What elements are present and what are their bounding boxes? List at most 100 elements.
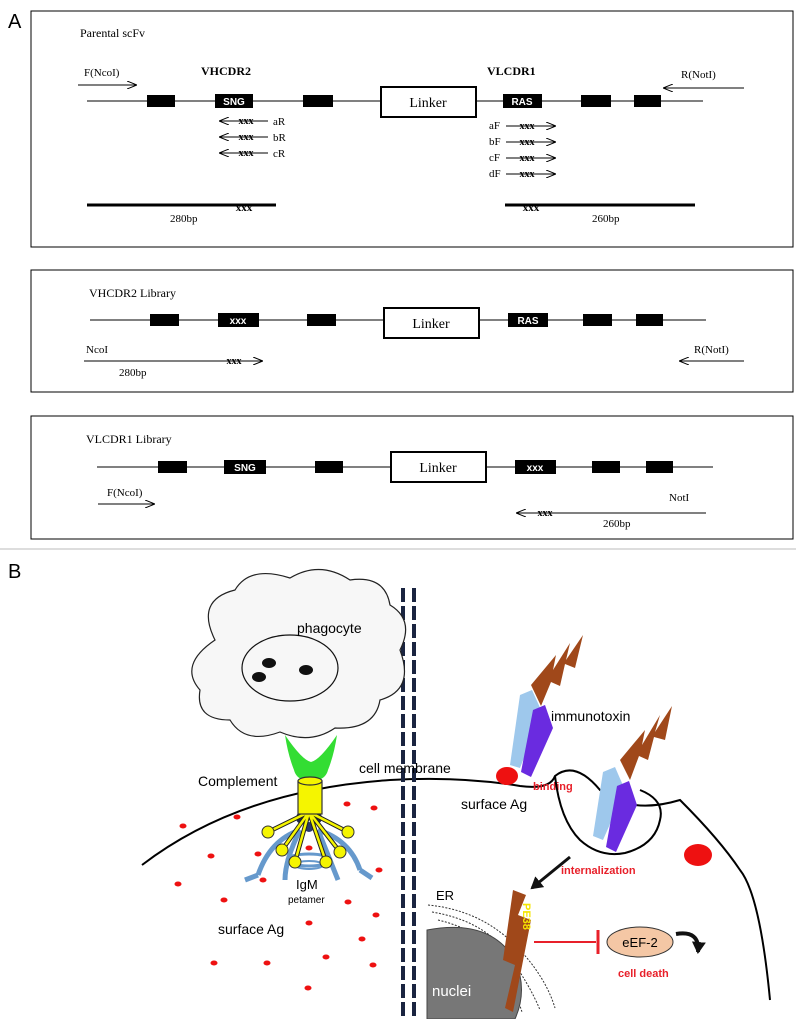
binding-label: binding xyxy=(533,781,573,793)
phagocyte-granule xyxy=(262,658,276,668)
framework-block xyxy=(158,461,187,473)
primer-name: dF xyxy=(489,168,501,180)
primer-seq: xxx xyxy=(520,169,535,180)
phagocyte-nucleus xyxy=(241,634,339,702)
eef2-ellipse xyxy=(606,926,674,958)
framework-block xyxy=(315,461,343,473)
parental-title: Parental scFv xyxy=(80,26,145,40)
forward-primer-label: F(NcoI) xyxy=(84,67,120,79)
framework-block xyxy=(634,95,661,107)
complement-c1 xyxy=(261,776,355,869)
vhcdr2-label: VHCDR2 xyxy=(201,64,251,78)
vh-library-left-size: 280bp xyxy=(119,367,147,379)
petamer-label: petamer xyxy=(288,895,325,906)
linker-label: Linker xyxy=(409,96,447,111)
linker-box xyxy=(390,451,487,483)
cell-death-label: cell death xyxy=(618,968,669,980)
immunotoxin-bound xyxy=(496,635,583,785)
pe38-toxin xyxy=(503,890,531,1012)
primer-name: cF xyxy=(489,152,500,164)
vh-library-title: VHCDR2 Library xyxy=(89,286,176,300)
primer-seq: xxx xyxy=(520,121,535,132)
internalization-label: internalization xyxy=(561,865,636,877)
surface-ag-left-label: surface Ag xyxy=(218,921,284,937)
primer-seq: xxx xyxy=(520,137,535,148)
vh-cdr-text: SNG xyxy=(223,97,245,108)
primer-name: aF xyxy=(489,120,500,132)
primer-seq: xxx xyxy=(520,153,535,164)
vl-library-title: VLCDR1 Library xyxy=(86,432,172,446)
phagocyte-cell: phagocyte xyxy=(191,568,407,739)
phagocyte-granule xyxy=(299,665,313,675)
phagocyte-label: phagocyte xyxy=(297,620,362,636)
surface-antigen-dots xyxy=(174,801,383,991)
cell-membrane-curve xyxy=(141,769,771,1001)
endocytic-vesicle xyxy=(554,775,662,856)
cell-membrane-label: cell membrane xyxy=(359,760,451,776)
framework-block xyxy=(303,95,333,107)
vh-cdr-box xyxy=(215,94,253,108)
linker-box xyxy=(380,86,477,118)
eef2-label: eEF-2 xyxy=(622,935,657,950)
right-fragment-size: 260bp xyxy=(592,213,620,225)
vh-cdr-box xyxy=(224,460,266,474)
linker-label: Linker xyxy=(412,317,450,332)
vh-cdr-text: SNG xyxy=(234,463,256,474)
cell-death-arrow xyxy=(675,931,706,954)
framework-block xyxy=(583,314,612,326)
panel-b-label: B xyxy=(8,561,21,583)
framework-block xyxy=(147,95,175,107)
vh-library-left-primer: NcoI xyxy=(86,344,108,356)
nuclei-label: nuclei xyxy=(432,983,471,1000)
framework-block xyxy=(307,314,336,326)
vl-library-right-primer: NotI xyxy=(669,492,690,504)
linker-box xyxy=(383,307,480,339)
framework-block xyxy=(592,461,620,473)
vhcdr2-library-box: VHCDR2 Library xxx Linker RAS NcoI xxx 2… xyxy=(30,269,794,393)
surface-antigen xyxy=(496,767,518,785)
reverse-primer-label: R(NotI) xyxy=(681,69,716,81)
complement-receptor xyxy=(285,735,337,780)
vl-library-right-seq: xxx xyxy=(538,508,553,519)
vh-cdr-box xyxy=(218,313,259,327)
igm-label: IgM xyxy=(296,877,318,892)
internalization-arrow xyxy=(530,855,571,890)
complement-label: Complement xyxy=(198,773,277,789)
linker-label: Linker xyxy=(419,461,457,476)
panel-a-label: A xyxy=(8,11,22,33)
left-fragment-seq: xxx xyxy=(236,202,253,214)
primer-name: bR xyxy=(273,132,287,144)
vl-cdr-box xyxy=(515,460,556,474)
framework-block xyxy=(581,95,611,107)
right-fragment-seq: xxx xyxy=(523,202,540,214)
vh-library-left-seq: xxx xyxy=(227,356,242,367)
vlcdr1-library-box: VLCDR1 Library SNG Linker xxx F(NcoI) No… xyxy=(30,415,794,540)
vlcdr1-label: VLCDR1 xyxy=(487,64,536,78)
framework-block xyxy=(150,314,179,326)
vl-cdr-text: RAS xyxy=(517,316,538,327)
vh-cdr-text: xxx xyxy=(230,316,247,327)
vl-cdr-box xyxy=(508,313,548,327)
immunotoxin-internalized xyxy=(593,706,672,852)
framework-block xyxy=(646,461,673,473)
primer-seq: xxx xyxy=(239,132,254,143)
primer-name: bF xyxy=(489,136,501,148)
framework-block xyxy=(636,314,663,326)
primer-name: cR xyxy=(273,148,286,160)
parental-scfv-box: Parental scFv F(NcoI) R(NotI) VHCDR2 VLC… xyxy=(30,10,794,248)
vh-library-right-primer: R(NotI) xyxy=(694,344,729,356)
vl-library-left-primer: F(NcoI) xyxy=(107,487,143,499)
vl-cdr-box xyxy=(503,94,542,108)
primer-name: aR xyxy=(273,116,286,128)
er-label: ER xyxy=(436,888,454,903)
phagocyte-granule xyxy=(252,672,266,682)
surface-ag-right-label: surface Ag xyxy=(461,796,527,812)
primer-seq: xxx xyxy=(239,116,254,127)
vl-cdr-text: xxx xyxy=(527,463,544,474)
left-fragment-size: 280bp xyxy=(170,213,198,225)
vl-cdr-text: RAS xyxy=(511,97,532,108)
immunotoxin-label: immunotoxin xyxy=(551,708,630,724)
pe38-label: PE38 xyxy=(520,903,532,930)
primer-seq: xxx xyxy=(239,148,254,159)
